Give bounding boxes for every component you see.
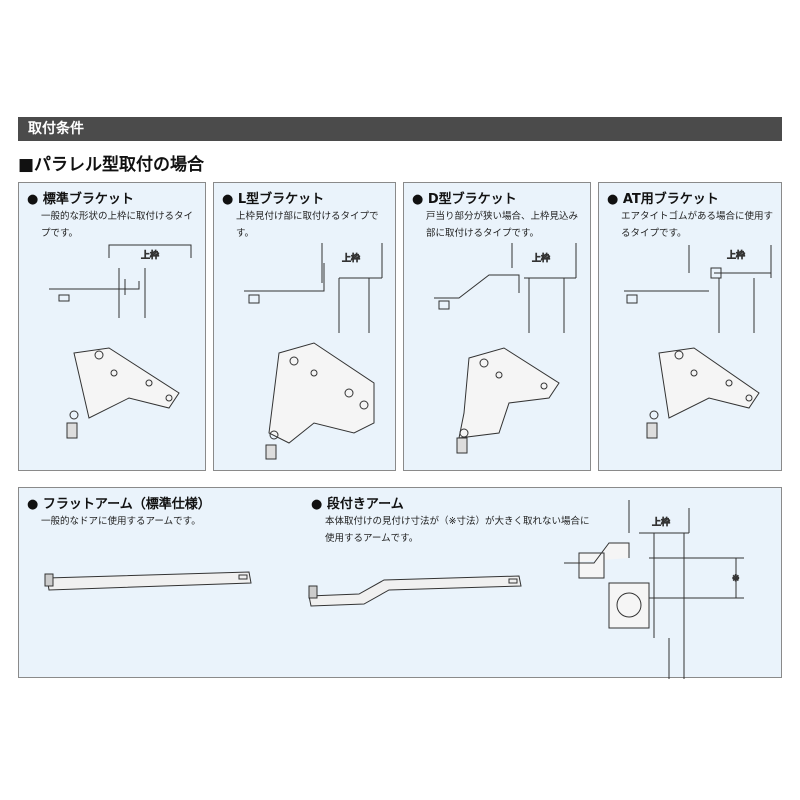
panel-desc: 上枠見付け部に取付けるタイプです。 xyxy=(236,211,379,239)
frame-label: 上枠 xyxy=(141,249,159,261)
panel-title: ● 標準ブラケット xyxy=(27,192,134,207)
bracket-install-diagram: 上枠 xyxy=(49,244,192,439)
bracket-install-diagram: 上枠 xyxy=(244,243,383,460)
section-title: ■パラレル型取付の場合 xyxy=(18,155,205,175)
panel-title: ● L型ブラケット xyxy=(222,192,325,207)
arm-desc-flat: 一般的なドアに使用するアームです。 xyxy=(41,516,201,527)
stepped-arm-install-diagram: 上枠 ※ xyxy=(564,500,744,679)
bracket-panel-l-type: ● L型ブラケット 上枠見付け部に取付けるタイプです。 上枠 xyxy=(213,182,396,471)
stepped-arm-drawing xyxy=(308,575,522,607)
arm-desc-stepped: 本体取付けの見付け寸法が（※寸法）が大きく取れない場合に使用するアームです。 xyxy=(325,516,590,544)
frame-label: 上枠 xyxy=(532,252,550,264)
arm-title-stepped: ● 段付きアーム xyxy=(311,497,404,512)
frame-label: 上枠 xyxy=(652,516,670,528)
frame-label: 上枠 xyxy=(342,252,360,264)
panel-desc: 戸当り部分が狭い場合、上枠見込み部に取付けるタイプです。 xyxy=(426,211,579,239)
panel-title: ● D型ブラケット xyxy=(412,192,517,207)
panel-desc: エアタイトゴムがある場合に使用するタイプです。 xyxy=(621,211,774,239)
bracket-install-diagram: 上枠 xyxy=(624,245,772,439)
arm-title-flat: ● フラットアーム（標準仕様） xyxy=(27,497,211,512)
arm-panel: ● フラットアーム（標準仕様） 一般的なドアに使用するアームです。 ● 段付きア… xyxy=(18,487,782,679)
dimension-mark: ※ xyxy=(732,574,740,584)
bracket-panel-d-type: ● D型ブラケット 戸当り部分が狭い場合、上枠見込み部に取付けるタイプです。 上… xyxy=(403,182,591,471)
panel-desc: 一般的な形状の上枠に取付けるタイプです。 xyxy=(41,211,194,239)
section-header: 取付条件 xyxy=(18,117,782,141)
flat-arm-drawing xyxy=(44,571,252,591)
bracket-panel-standard: ● 標準ブラケット 一般的な形状の上枠に取付けるタイプです。 上枠 xyxy=(18,182,206,471)
arm-diagrams: 上枠 ※ xyxy=(44,500,744,679)
bracket-panel-at: ● AT用ブラケット エアタイトゴムがある場合に使用するタイプです。 上枠 xyxy=(598,182,782,471)
frame-label: 上枠 xyxy=(727,249,745,261)
bracket-install-diagram: 上枠 xyxy=(434,243,577,454)
panel-title: ● AT用ブラケット xyxy=(607,192,719,207)
